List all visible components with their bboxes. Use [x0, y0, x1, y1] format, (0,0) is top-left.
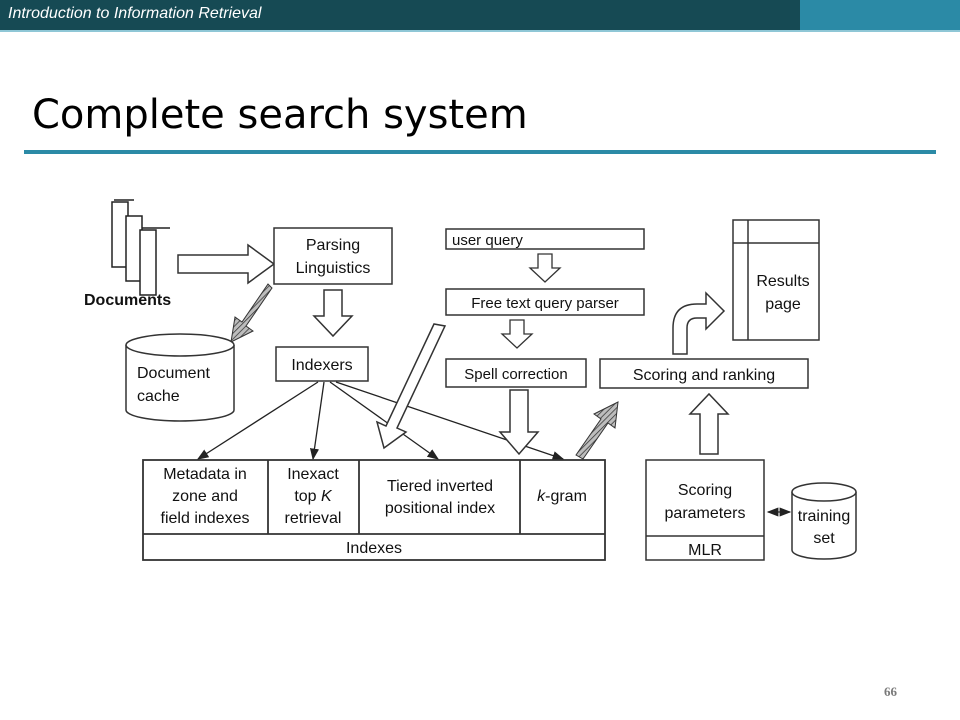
indexer-arrows — [196, 381, 565, 461]
documents-icon — [111, 199, 170, 296]
header-bar — [0, 0, 800, 30]
metadata-label-2: zone and — [172, 488, 238, 505]
scoring-params-label-1: Scoring — [678, 482, 732, 499]
indexers-label: Indexers — [291, 357, 352, 374]
parsing-to-cache-arrow — [230, 283, 273, 343]
indexers-box — [275, 346, 369, 382]
spell-to-kgram-arrow — [498, 389, 540, 456]
header-underline — [0, 30, 960, 32]
free-text-parser-label: Free text query parser — [471, 295, 619, 312]
scoring-ranking-label: Scoring and ranking — [633, 367, 775, 384]
user-query-label: user query — [452, 232, 523, 249]
metadata-label-1: Metadata in — [163, 466, 247, 483]
mlr-label: MLR — [688, 542, 722, 559]
page-label: page — [765, 296, 801, 313]
tiered-label-1: Tiered inverted — [387, 478, 493, 495]
scoring-to-results-arrow — [672, 291, 726, 355]
cache-label: cache — [137, 388, 180, 405]
document-cache-label: Document — [137, 365, 210, 382]
inexact-label-1: Inexact — [287, 466, 339, 483]
index-to-scoring-arrow — [575, 401, 619, 460]
course-title: Introduction to Information Retrieval — [8, 5, 262, 22]
results-page-box — [732, 219, 820, 341]
parsing-label: Parsing — [306, 237, 360, 254]
parsing-to-indexers-arrow — [312, 289, 354, 338]
indexes-box — [142, 459, 606, 561]
inexact-label-2: top K — [294, 488, 333, 505]
training-set-cylinder — [791, 482, 857, 560]
scoring-ranking-box — [599, 358, 809, 389]
documents-label: Documents — [84, 292, 171, 309]
linguistics-label: Linguistics — [296, 260, 371, 277]
free-text-parser-box — [445, 288, 645, 316]
documents-to-parsing-arrow — [177, 243, 276, 285]
set-label: set — [813, 530, 835, 547]
results-label: Results — [756, 273, 809, 290]
tiered-label-2: positional index — [385, 500, 495, 517]
spell-correction-box — [445, 358, 587, 388]
parser-to-spell-arrow — [500, 319, 534, 349]
header-accent — [800, 0, 960, 30]
kgram-label: k-gram — [537, 488, 587, 505]
scoring-params-label-2: parameters — [665, 505, 746, 522]
query-to-parser-arrow — [528, 253, 562, 283]
title-rule — [24, 150, 936, 154]
document-cache-cylinder — [125, 333, 235, 422]
slide-number: 66 — [884, 684, 897, 699]
spell-correction-label: Spell correction — [464, 366, 567, 383]
user-query-box — [445, 228, 645, 250]
parsing-linguistics-box — [273, 227, 393, 285]
training-label: training — [798, 508, 850, 525]
slide-title: Complete search system — [32, 92, 528, 138]
mlr-to-scoring-arrow — [688, 392, 730, 455]
scoring-parameters-box — [645, 459, 765, 561]
metadata-label-3: field indexes — [161, 510, 250, 527]
indexes-label: Indexes — [346, 540, 402, 557]
query-to-index-arrow — [375, 323, 447, 450]
inexact-label-3: retrieval — [285, 510, 342, 527]
